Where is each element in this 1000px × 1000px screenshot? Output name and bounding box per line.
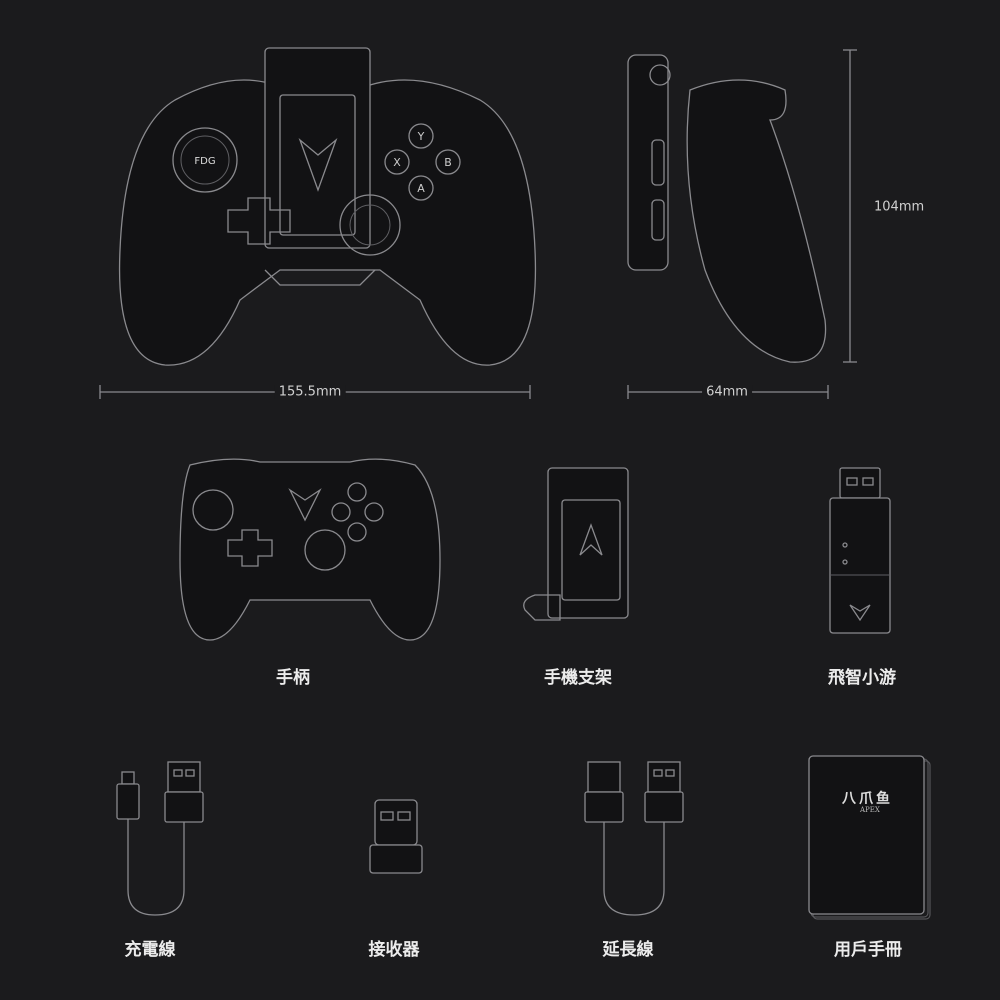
width-dimension: 155.5mm bbox=[274, 384, 346, 400]
phone-holder-icon bbox=[523, 467, 629, 621]
svg-text:B: B bbox=[444, 156, 452, 169]
receiver-icon bbox=[369, 799, 423, 874]
brand-mark: FDG bbox=[194, 156, 215, 167]
item-label-receiver: 接收器 bbox=[368, 940, 420, 960]
item-label-extension-cable: 延長線 bbox=[602, 940, 654, 960]
item-label-feizhi: 飛智小游 bbox=[828, 668, 896, 688]
manual-subtitle: APEX bbox=[860, 806, 880, 814]
height-dimension: 104mm bbox=[870, 199, 929, 215]
extension-cable-icon bbox=[584, 761, 684, 916]
svg-text:A: A bbox=[417, 182, 425, 195]
item-label-charging-cable: 充電線 bbox=[124, 940, 176, 960]
svg-text:X: X bbox=[393, 156, 401, 169]
controller-front-view bbox=[118, 47, 537, 366]
item-label-controller: 手柄 bbox=[276, 668, 310, 688]
feizhi-dongle-icon bbox=[829, 467, 891, 634]
charging-cable-icon bbox=[116, 761, 204, 916]
depth-dimension: 64mm bbox=[702, 384, 752, 400]
item-label-manual: 用戶手冊 bbox=[834, 940, 902, 960]
face-button-labels: Y X B A bbox=[393, 130, 452, 195]
manual-title: 八爪鱼 bbox=[842, 791, 893, 807]
controller-side-view bbox=[627, 54, 827, 363]
item-label-phone-holder: 手機支架 bbox=[544, 668, 612, 688]
user-manual-icon bbox=[808, 755, 931, 920]
svg-text:Y: Y bbox=[417, 130, 425, 143]
controller-icon bbox=[179, 458, 441, 641]
